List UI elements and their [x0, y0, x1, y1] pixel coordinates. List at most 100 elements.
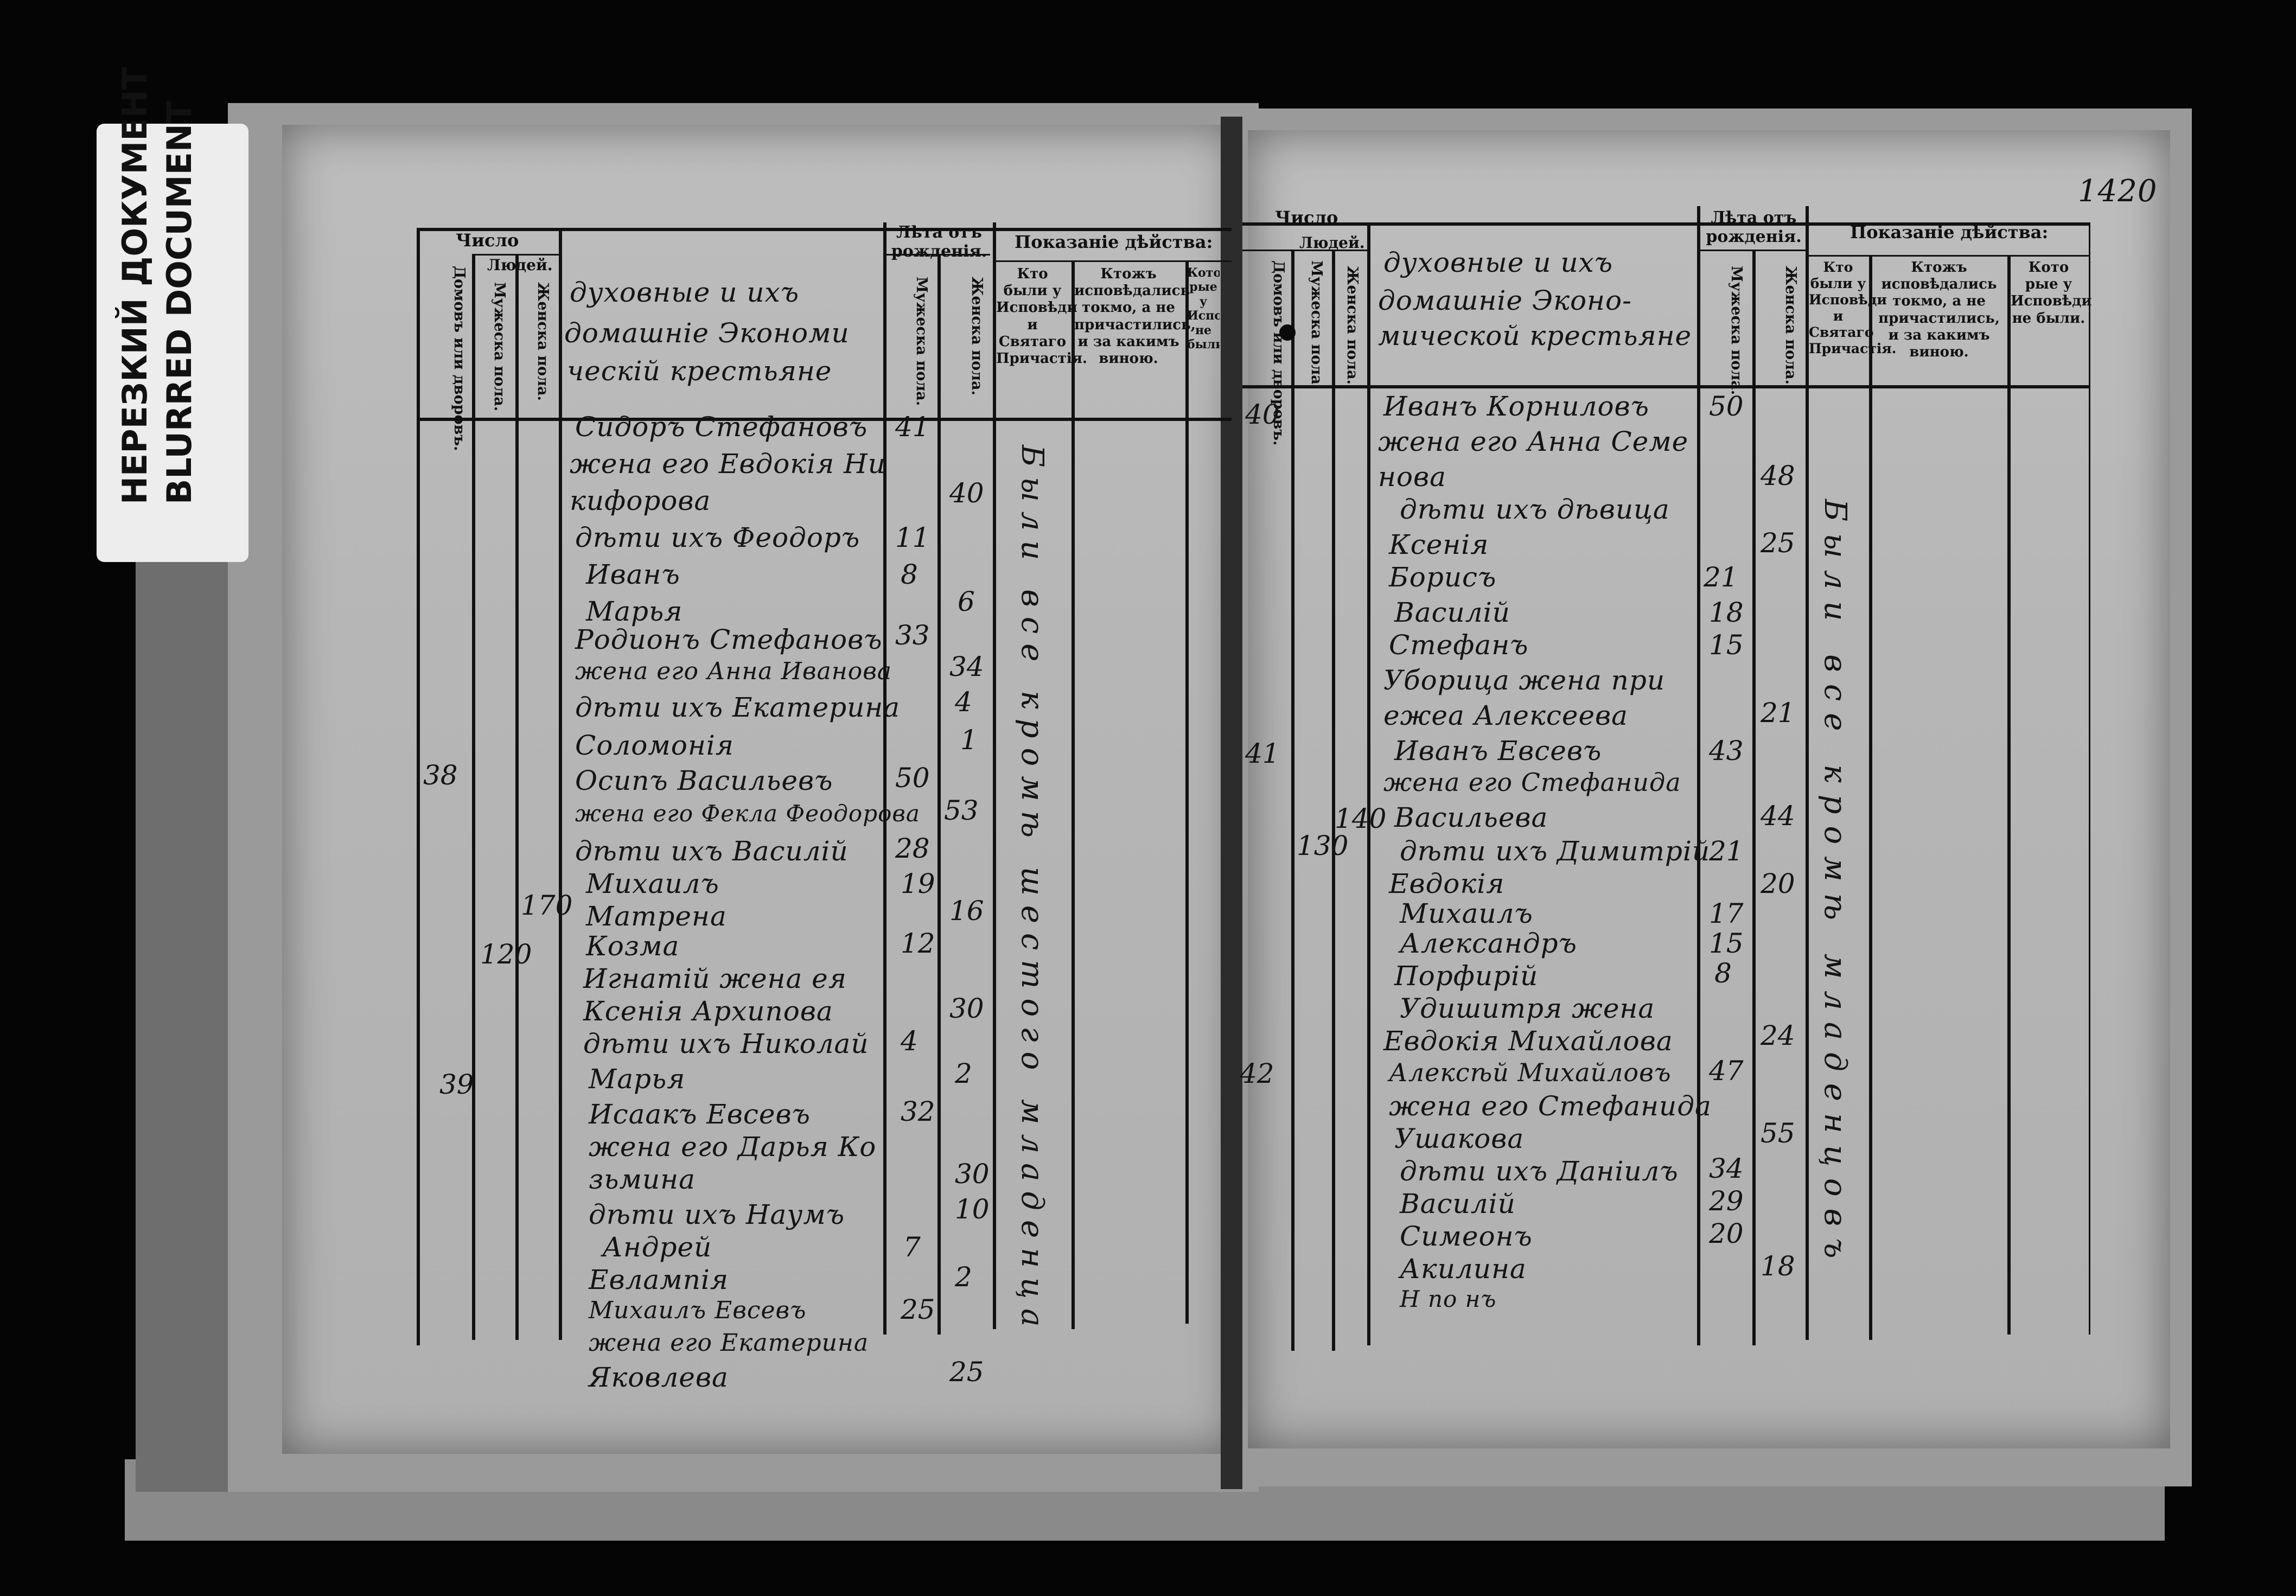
right-row-female-age: 18 [1761, 1250, 1795, 1282]
left-household-38: 38 [423, 759, 458, 791]
right-row-female-age: 48 [1761, 460, 1795, 491]
right-row-name: ежеа Алексеева [1383, 700, 1628, 731]
left-row-male-age: 28 [895, 833, 930, 864]
left-row-name: Евлампія [589, 1264, 729, 1295]
right-row-name: жена его Анна Семе [1378, 426, 1689, 457]
left-row-name: Михаилъ [586, 868, 719, 899]
right-row-name: Алексѣй Михайловъ [1389, 1058, 1672, 1087]
left-years-line [884, 254, 990, 256]
left-row-name: жена его Анна Иванова [575, 657, 892, 685]
right-row-name: Евдокія [1389, 868, 1505, 899]
left-row-male-age: 12 [901, 928, 935, 959]
stamp-line-2: BLURRED DOCUMENT [160, 100, 199, 505]
right-people-130: 130 [1297, 830, 1349, 861]
right-row-male-age: 15 [1709, 629, 1744, 661]
right-row-name: Евдокія Михайлова [1383, 1025, 1673, 1057]
right-row-name: Удишитря жена [1400, 993, 1655, 1024]
left-row-female-age: 1 [960, 724, 978, 756]
right-col-line-3 [1367, 222, 1370, 1345]
left-row-name: жена его Фекла Феодорова [575, 800, 920, 827]
left-row-name: дѣти ихъ Василій [575, 835, 849, 867]
right-col-line-9 [2089, 222, 2090, 1335]
right-row-name: дѣти ихъ Даніилъ [1400, 1155, 1679, 1187]
left-col-line-7 [993, 222, 996, 1329]
left-status-line [993, 260, 1232, 262]
right-row-name: Михаилъ [1400, 898, 1533, 929]
right-male-years-header: Мужеска пола. [1728, 266, 1745, 395]
right-title-line-2: домашніе Эконо- [1378, 285, 1632, 316]
left-header-top-line [418, 228, 1232, 231]
right-row-female-age: 55 [1761, 1118, 1795, 1149]
right-count-group: Число [1275, 207, 1338, 228]
stamp-line-1: НЕРЕЗКИЙ ДОКУМЕНТ [115, 67, 155, 505]
left-row-name: дѣти ихъ Екатерина [575, 692, 901, 723]
left-row-name: жена его Евдокія Ни [570, 448, 886, 480]
right-row-name: нова [1378, 461, 1446, 493]
left-row-name: Марья [586, 596, 683, 627]
page-number: 1420 [2078, 174, 2158, 209]
right-row-name: Василій [1394, 597, 1510, 628]
right-row-name: Василій [1400, 1188, 1516, 1220]
right-row-name: Иванъ Корниловъ [1383, 391, 1649, 422]
right-col-line-4 [1697, 206, 1700, 1345]
right-status-line [1807, 255, 2089, 257]
left-row-male-age: 19 [901, 868, 935, 899]
right-row-name: Васильева [1394, 802, 1548, 833]
right-page [1248, 130, 2170, 1448]
right-row-name: Борисъ [1389, 561, 1497, 593]
right-col-line-1 [1291, 250, 1294, 1351]
left-row-female-age: 2 [955, 1261, 972, 1293]
right-row-name: жена его Стефанида [1383, 768, 1681, 797]
left-header-bottom-line [418, 418, 1232, 421]
left-row-name: Яковлева [589, 1362, 729, 1393]
right-row-male-age: 29 [1709, 1185, 1744, 1217]
right-row-male-age: 47 [1709, 1055, 1744, 1087]
left-col-line-2 [472, 255, 475, 1340]
left-female-header: Женска пола. [534, 282, 551, 401]
right-row-name: Стефанъ [1389, 629, 1529, 661]
left-household-39: 39 [439, 1069, 474, 1100]
right-title-line-1: духовные и ихъ [1383, 247, 1613, 278]
left-row-name: кифорова [570, 485, 711, 516]
right-row-name: дѣти ихъ Димитрій [1400, 835, 1711, 867]
right-people-group: Людей. [1299, 234, 1365, 252]
right-household-42: 42 [1240, 1058, 1274, 1089]
left-col-line-1 [417, 228, 420, 1345]
blurred-document-stamp [97, 124, 248, 562]
right-row-male-age: 50 [1709, 391, 1744, 422]
left-title-line-2: домашніе Экономи [564, 317, 850, 349]
left-row-name: Марья [589, 1063, 686, 1095]
left-col-line-4 [559, 228, 562, 1340]
left-row-name: Осипъ Васильевъ [575, 765, 833, 796]
right-col-line-7 [1869, 255, 1872, 1340]
left-col-line-5 [883, 222, 886, 1335]
left-col-line-8 [1072, 260, 1075, 1329]
left-row-male-age: 50 [895, 762, 930, 794]
right-years-group: Лѣта отъ рожденія. [1706, 208, 1802, 246]
left-row-name: дѣти ихъ Николай [583, 1028, 869, 1059]
right-row-female-age: 44 [1761, 800, 1795, 832]
right-row-name: Ушакова [1394, 1123, 1525, 1154]
right-row-female-age: 21 [1761, 697, 1795, 729]
right-confessed-header: Кто были у Исповѣди и Святаго Причастія. [1809, 259, 1897, 356]
left-row-male-age: 7 [903, 1231, 921, 1263]
left-col-line-9 [1185, 260, 1189, 1324]
right-row-name: жена его Стефанида [1389, 1090, 1712, 1122]
right-row-name: Симеонъ [1400, 1221, 1533, 1252]
left-row-name: Михаилъ Евсевъ [589, 1297, 807, 1324]
left-row-female-age: 16 [949, 895, 984, 927]
left-row-female-age: 30 [955, 1158, 990, 1190]
left-households-header: Домовъ или дворовъ. [451, 266, 468, 451]
left-row-name: зьмина [589, 1164, 696, 1195]
left-count-group: Число [456, 230, 519, 251]
right-household-41: 41 [1245, 738, 1280, 769]
left-row-female-age: 10 [955, 1193, 990, 1225]
left-row-name: Иванъ [586, 559, 680, 590]
right-row-name: Уборица жена при [1383, 665, 1666, 696]
left-page [282, 125, 1237, 1454]
left-people-group: Людей. [487, 256, 553, 274]
right-row-male-age: 20 [1709, 1218, 1744, 1249]
right-row-name: Ксенія [1389, 529, 1489, 560]
right-header-top-line [1242, 222, 2089, 226]
right-status-note: Были все кромѣ младенцовъ [1817, 499, 1853, 1271]
